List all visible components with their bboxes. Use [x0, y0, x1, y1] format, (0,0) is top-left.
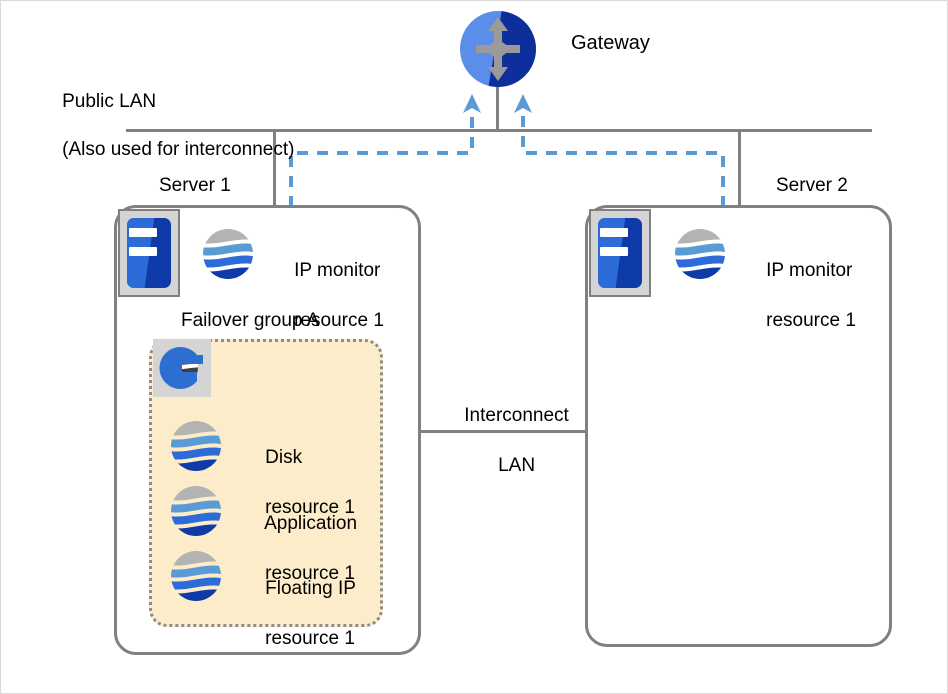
- server2-caption: Server 2: [776, 175, 848, 196]
- interconnect-lan-label: Interconnect LAN: [426, 378, 586, 503]
- public-lan-line2: (Also used for interconnect): [62, 139, 295, 160]
- disk-resource-line1: Disk: [265, 447, 303, 468]
- server2-lan-drop-line: [738, 131, 741, 207]
- floating-ip-resource-line1: Floating IP: [265, 578, 356, 599]
- server1-machine-icon: [118, 209, 180, 297]
- disk-resource-label: Disk resource 1: [244, 420, 355, 545]
- server2-ip-monitor-line2: resource 1: [766, 310, 856, 331]
- failover-group-caption: Failover group A: [181, 310, 320, 331]
- server1-monitor-arrowhead: [463, 94, 481, 113]
- disk-resource-line2: resource 1: [265, 497, 355, 518]
- server2-ip-monitor-resource-icon: [673, 227, 727, 281]
- server2-monitor-path: [521, 111, 725, 207]
- server1-ip-monitor-line2: resource 1: [294, 310, 384, 331]
- gateway-label: Gateway: [571, 32, 650, 54]
- server1-monitor-path: [289, 111, 474, 207]
- failover-group-icon: [153, 339, 211, 397]
- server2-machine-icon: [589, 209, 651, 297]
- server1-caption: Server 1: [159, 175, 231, 196]
- server1-ip-monitor-resource-icon: [201, 227, 255, 281]
- server2-ip-monitor-line1: IP monitor: [766, 260, 853, 281]
- application-resource-icon: [169, 484, 223, 538]
- application-resource-label: Application resource 1: [244, 486, 357, 611]
- floating-ip-resource-line2: resource 1: [265, 628, 355, 649]
- application-resource-line2: resource 1: [265, 563, 355, 584]
- gateway-stub-line: [496, 87, 499, 132]
- public-lan-bus-line: [126, 129, 872, 132]
- server2-monitor-arrowhead: [514, 94, 532, 113]
- server1-ip-monitor-resource-label: IP monitor resource 1: [273, 233, 384, 358]
- floating-ip-resource-label: Floating IP resource 1: [244, 551, 356, 676]
- server2-ip-monitor-resource-label: IP monitor resource 1: [745, 233, 856, 358]
- public-lan-line1: Public LAN: [62, 91, 157, 112]
- gateway-router-icon: [458, 9, 538, 89]
- server1-ip-monitor-line1: IP monitor: [294, 260, 381, 281]
- public-lan-label: Public LAN (Also used for interconnect): [41, 66, 294, 186]
- application-resource-line1: Application: [264, 513, 358, 534]
- disk-resource-icon: [169, 419, 223, 473]
- interconnect-line2: LAN: [498, 455, 536, 476]
- interconnect-line1: Interconnect: [464, 405, 569, 426]
- floating-ip-resource-icon: [169, 549, 223, 603]
- server1-lan-drop-line: [273, 131, 276, 207]
- interconnect-lan-line: [420, 430, 587, 433]
